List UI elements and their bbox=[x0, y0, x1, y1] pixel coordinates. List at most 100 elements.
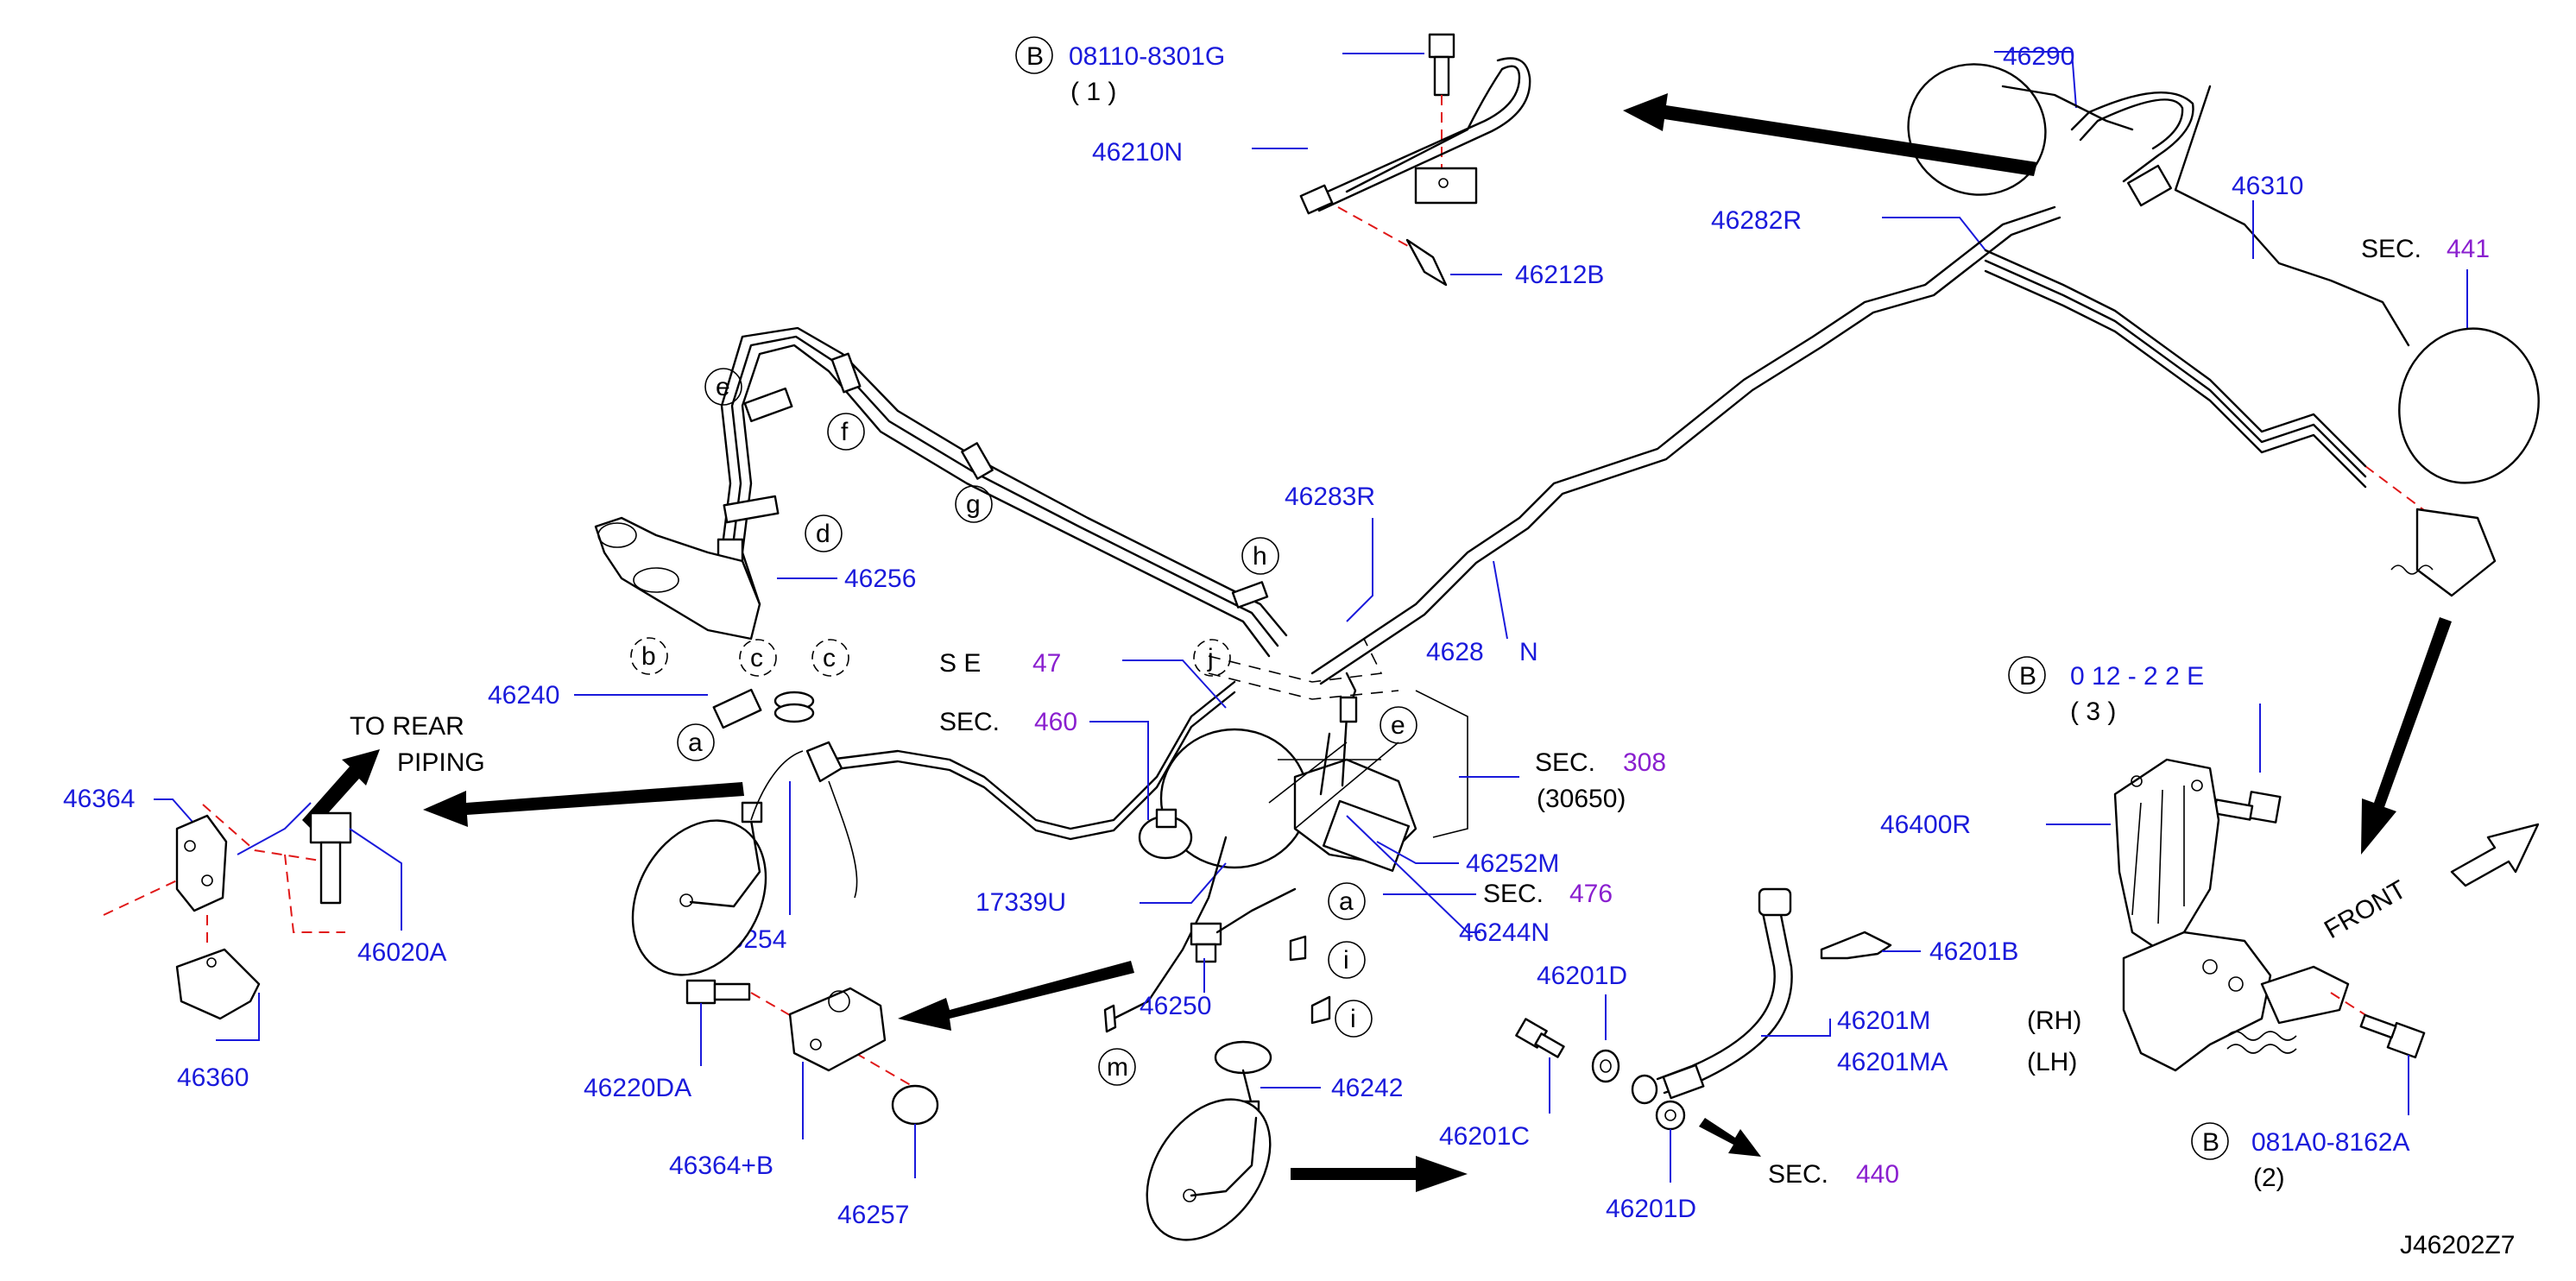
far-left-bracket: 46364 46020A 46360 bbox=[63, 785, 446, 1092]
sensor-46242: 46242 bbox=[1146, 1040, 1403, 1241]
part-46364: 46364 bbox=[63, 785, 135, 813]
part-46242: 46242 bbox=[1331, 1074, 1403, 1102]
svg-text:a: a bbox=[688, 729, 703, 757]
callouts: e f g d b h b c c j a e a i i m bbox=[630, 368, 1417, 1086]
bolt-code-bottom: 081A0-8162A bbox=[2251, 1128, 2410, 1157]
part-46257-shape bbox=[891, 1084, 939, 1126]
arrow-down-left bbox=[2361, 617, 2452, 855]
left-front-assembly: 46256 46240 46254 bbox=[488, 516, 916, 976]
junction-46364B bbox=[788, 987, 887, 1072]
callout-a-2: a bbox=[1328, 882, 1366, 920]
svg-text:m: m bbox=[1107, 1053, 1128, 1082]
arrow-to-left-top bbox=[1623, 93, 2037, 176]
callout-i-1: i bbox=[1328, 941, 1366, 979]
hose-fitting-top bbox=[1758, 887, 1792, 917]
bolt-qty-top: ( 1 ) bbox=[1070, 78, 1116, 106]
part-4628xN-tail: N bbox=[1519, 638, 1538, 666]
bolt-code-top: 08110-8301G bbox=[1069, 42, 1225, 71]
callout-d: d bbox=[805, 514, 843, 552]
callout-f: f bbox=[827, 413, 865, 451]
part-46360: 46360 bbox=[177, 1063, 249, 1092]
part-46212B: 46212B bbox=[1515, 261, 1604, 289]
part-46400R: 46400R bbox=[1880, 811, 1971, 839]
piping-text: PIPING bbox=[397, 748, 485, 777]
caliper-body bbox=[2122, 931, 2272, 1072]
bolt-46020A bbox=[309, 811, 352, 844]
callout-e-1: e bbox=[704, 368, 742, 406]
arrow-to-sec-440 bbox=[1699, 1118, 1761, 1157]
arrow-to-left-mid bbox=[423, 782, 744, 827]
sensor-disc-left bbox=[631, 819, 767, 976]
svg-text:a: a bbox=[1339, 887, 1354, 916]
caliper-bracket-rear bbox=[2415, 508, 2497, 597]
part-46282R: 46282R bbox=[1711, 206, 1802, 235]
sensor-disc-bottom bbox=[1146, 1098, 1272, 1241]
part-46310: 46310 bbox=[2232, 172, 2303, 200]
callout-b-2: b bbox=[630, 637, 668, 675]
part-46252M: 46252M bbox=[1466, 849, 1559, 878]
hose-bracket-top bbox=[1414, 167, 1478, 205]
sec-308: 308 bbox=[1623, 748, 1666, 777]
sensor-ring bbox=[1214, 1040, 1272, 1075]
part-46257: 46257 bbox=[837, 1201, 909, 1229]
part-46240: 46240 bbox=[488, 681, 559, 710]
brake-booster-assembly: S E 47 SEC. 460 46252M 46244N SEC. 476 S… bbox=[939, 483, 1666, 1033]
part-46201M: 46201M bbox=[1837, 1006, 1930, 1035]
svg-text:i: i bbox=[1350, 1005, 1356, 1033]
svg-text:c: c bbox=[823, 644, 836, 672]
sec-308-sub: (30650) bbox=[1537, 785, 1626, 813]
sec-476: 476 bbox=[1569, 880, 1613, 908]
sec-441: 441 bbox=[2447, 235, 2490, 263]
callout-m: m bbox=[1098, 1048, 1136, 1086]
part-46201MA: 46201MA bbox=[1837, 1048, 1948, 1076]
svg-text:d: d bbox=[816, 520, 830, 548]
svg-text:c: c bbox=[750, 644, 763, 672]
bracket-46364 bbox=[175, 814, 228, 912]
sec-label-441: SEC. bbox=[2361, 235, 2421, 263]
bolt-qty-bottom: (2) bbox=[2253, 1164, 2285, 1192]
part-46201B: 46201B bbox=[1929, 937, 2018, 966]
bolt-letter-bottom: B bbox=[2202, 1128, 2219, 1157]
callout-g: g bbox=[955, 485, 993, 523]
bolt-code-right: 0 12 - 2 2 E bbox=[2070, 662, 2204, 691]
front-label: FRONT bbox=[2320, 875, 2411, 944]
callout-c-2: c bbox=[811, 639, 849, 677]
svg-text:i: i bbox=[1343, 946, 1349, 975]
rh-label: (RH) bbox=[2027, 1006, 2081, 1035]
sec-440: 440 bbox=[1856, 1160, 1899, 1189]
callout-b-right bbox=[2008, 656, 2046, 694]
callout-i-2: i bbox=[1335, 1000, 1373, 1038]
sec-label-440: SEC. bbox=[1768, 1160, 1828, 1189]
callout-h: h bbox=[1241, 537, 1279, 575]
callout-a: a bbox=[677, 723, 715, 761]
to-rear-text: TO REAR bbox=[350, 712, 464, 741]
bolt-46220DA bbox=[685, 979, 717, 1005]
caliper-bracket-front bbox=[2113, 758, 2220, 951]
sec-470: 47 bbox=[1032, 649, 1061, 678]
figure-id: J46202Z7 bbox=[2400, 1231, 2515, 1259]
arrow-to-right-bottom bbox=[1291, 1156, 1468, 1192]
bracket-46360 bbox=[175, 948, 261, 1020]
part-46244N: 46244N bbox=[1459, 918, 1550, 947]
svg-text:j: j bbox=[1207, 644, 1214, 672]
bolt-letter-top: B bbox=[1026, 42, 1044, 71]
svg-text:e: e bbox=[716, 373, 730, 401]
svg-text:b: b bbox=[641, 642, 656, 671]
svg-text:h: h bbox=[1253, 542, 1267, 571]
front-caliper-assembly: B 0 12 - 2 2 E ( 3 ) 46400R B 081A0-8162… bbox=[1880, 656, 2426, 1192]
sec-label-476: SEC. bbox=[1483, 880, 1544, 908]
front-hose-assembly: 46201D 46201C 46201M 46201MA (RH) (LH) 4… bbox=[1439, 887, 2081, 1223]
callout-b-top bbox=[1015, 36, 1053, 74]
part-46220DA: 46220DA bbox=[584, 1074, 691, 1102]
arrow-to-rear bbox=[302, 749, 380, 830]
part-46250: 46250 bbox=[1140, 992, 1211, 1020]
part-46201C: 46201C bbox=[1439, 1122, 1530, 1151]
rear-right-assembly: 46290 46310 SEC. 441 bbox=[1907, 42, 2540, 597]
bolt-head-top bbox=[1428, 33, 1455, 59]
sec-460: 460 bbox=[1034, 708, 1077, 736]
callout-j: j bbox=[1193, 639, 1231, 677]
part-46283R: 46283R bbox=[1285, 483, 1375, 511]
sec-label-308: SEC. bbox=[1535, 748, 1595, 777]
part-4628xN: 4628 bbox=[1426, 638, 1484, 666]
